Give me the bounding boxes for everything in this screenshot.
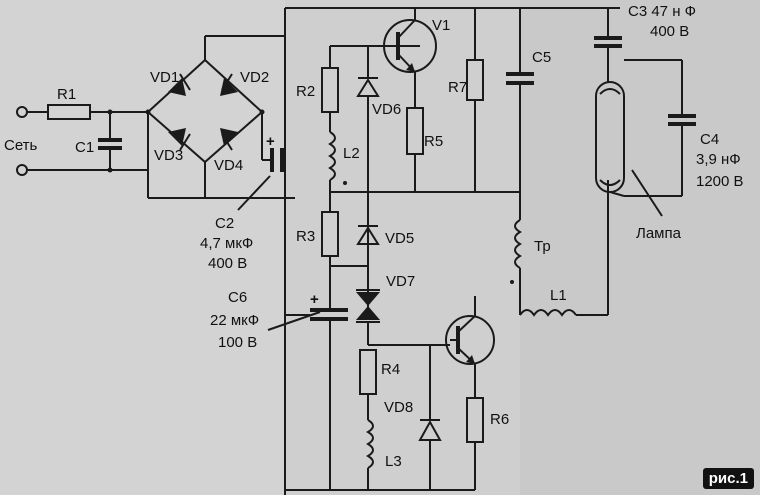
label-c1: C1 — [75, 139, 94, 156]
inductor-l2 — [328, 131, 336, 181]
diode-vd6 — [356, 77, 380, 97]
label-vd1: VD1 — [150, 69, 179, 86]
resistor-r2 — [321, 67, 339, 113]
label-lamp: Лампа — [636, 225, 682, 242]
diode-vd8 — [418, 419, 442, 441]
diode-bridge — [145, 35, 295, 199]
inductor-l1 — [519, 309, 577, 317]
transistor-v2 — [445, 296, 495, 398]
diode-vd3 — [168, 128, 191, 151]
resistor-r1 — [47, 104, 91, 120]
mains-terminal-top — [16, 106, 28, 118]
label-l1: L1 — [550, 287, 567, 304]
resistor-r3 — [321, 211, 339, 257]
label-c6: C6 — [228, 289, 247, 306]
label-c3: С3 47 н Ф — [628, 3, 696, 20]
label-r6: R6 — [490, 411, 509, 428]
label-vd7: VD7 — [386, 273, 415, 290]
mains-terminal-bottom — [16, 164, 28, 176]
figure-badge: рис.1 — [702, 468, 754, 489]
diode-vd1 — [168, 73, 191, 96]
label-r7: R7 — [448, 79, 467, 96]
transistor-v1 — [383, 8, 437, 108]
label-c3-voltage: 400 В — [650, 23, 689, 40]
capacitor-c6 — [267, 308, 348, 331]
label-c2: C2 — [215, 215, 234, 232]
diode-vd4 — [220, 128, 238, 151]
label-c4-value: 3,9 нФ — [696, 151, 741, 168]
capacitor-c2 — [237, 112, 285, 211]
resistor-r6 — [466, 397, 484, 443]
label-tp: Тр — [534, 238, 551, 255]
label-vd3: VD3 — [154, 147, 183, 164]
label-c2-voltage: 400 В — [208, 255, 247, 272]
resistor-r5 — [406, 107, 424, 155]
label-r4: R4 — [381, 361, 400, 378]
label-vd2: VD2 — [240, 69, 269, 86]
label-r3: R3 — [296, 228, 315, 245]
label-c6-value: 22 мкФ — [210, 312, 259, 329]
label-r2: R2 — [296, 83, 315, 100]
label-r1: R1 — [57, 86, 76, 103]
transformer-tp — [514, 219, 522, 269]
label-c5: C5 — [532, 49, 551, 66]
label-c6-plus: + — [310, 291, 319, 308]
mains-input — [16, 104, 148, 176]
label-c4-voltage: 1200 В — [696, 173, 744, 190]
label-c2-value: 4,7 мкФ — [200, 235, 253, 252]
diac-vd7 — [356, 289, 380, 323]
label-l3: L3 — [385, 453, 402, 470]
label-vd4: VD4 — [214, 157, 243, 174]
label-vd6: VD6 — [372, 101, 401, 118]
label-c2-plus: + — [266, 133, 275, 150]
label-r5: R5 — [424, 133, 443, 150]
inductor-l3 — [366, 419, 374, 469]
diode-vd5 — [356, 225, 380, 245]
label-v1: V1 — [432, 17, 450, 34]
resistor-r4 — [359, 349, 377, 395]
label-vd5: VD5 — [385, 230, 414, 247]
label-vd8: VD8 — [384, 399, 413, 416]
label-c6-voltage: 100 В — [218, 334, 257, 351]
label-c4: С4 — [700, 131, 719, 148]
label-l2: L2 — [343, 145, 360, 162]
resistor-r7 — [466, 59, 484, 101]
label-mains: Сеть — [4, 137, 38, 154]
diode-vd2 — [220, 73, 238, 96]
